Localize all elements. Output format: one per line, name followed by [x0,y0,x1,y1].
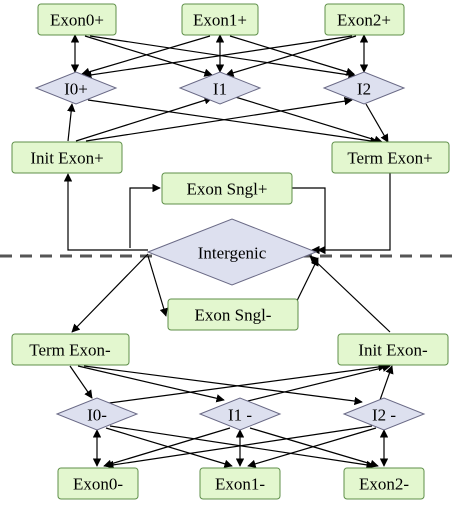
node-term-exon-minus: Term Exon- [11,333,130,366]
edge-exon2p-i1p [225,35,357,77]
node-term-exon-plus: Term Exon+ [331,141,450,174]
node-i0-plus-label: I0+ [64,80,88,99]
edge-termm-i0m [69,365,93,399]
node-i0-minus: I0- [55,397,139,431]
node-exon0-minus-label: Exon0- [73,475,123,494]
edge-exon1p-i0p [81,35,211,76]
node-exon0-plus: Exon0+ [37,3,117,36]
edge-i2m-exon0m [105,425,373,470]
node-term-exon-minus-label: Term Exon- [29,341,111,360]
edge-termp-intergenic [311,172,391,255]
edge-initp-i1p [75,96,213,142]
node-exon-sngl-plus: Exon Sngl+ [161,172,293,205]
node-i0-minus-label: I0- [87,406,107,425]
edge-i1m-exon0m [103,427,231,468]
node-i1-minus-label: I1 - [228,406,252,425]
node-exon2-plus-label: Exon2+ [337,11,391,30]
edge-initp-i2p [85,97,353,142]
node-i2-minus: I2 - [342,397,426,431]
node-i0-plus: I0+ [34,71,118,105]
node-exon0-plus-label: Exon0+ [50,11,104,30]
node-exon0-minus: Exon0- [57,467,139,500]
edge-initm-intergenic [309,255,391,333]
node-exon-sngl-plus-label: Exon Sngl+ [187,180,268,199]
edge-i1m-initm [243,363,391,403]
node-exon1-plus-label: Exon1+ [193,11,247,30]
edge-exon2p-i0p [83,35,353,80]
edge-intergenic-termm [71,253,149,333]
node-exon2-plus: Exon2+ [324,3,405,36]
edge-intergenic-sngl-minus [147,255,168,317]
edge-exon0p-i2p [89,35,357,80]
node-i1-plus: I1 [178,71,262,105]
node-init-exon-minus-label: Init Exon- [358,341,428,360]
node-i2-minus-label: I2 - [372,406,396,425]
node-exon-sngl-minus: Exon Sngl- [167,298,299,331]
node-exon2-minus-label: Exon2- [359,475,409,494]
edge-i0p-termp [87,99,379,146]
node-exon-sngl-minus-label: Exon Sngl- [195,306,272,325]
node-i1-minus: I1 - [198,397,282,431]
node-i1-plus-label: I1 [213,80,227,99]
node-init-exon-minus: Init Exon- [337,333,449,366]
node-exon1-plus: Exon1+ [181,3,259,36]
node-intergenic: Intergenic [146,218,318,286]
edge-termm-i1m [77,365,225,403]
edge-i2m-exon1m [247,427,377,468]
edge-termm-i2m [83,365,363,406]
edge-i2m-initm [379,365,394,401]
edge-initp-i0p [67,103,76,142]
node-i2-plus-label: I2 [357,80,371,99]
edge-i2p-termp [365,103,389,143]
node-exon2-minus: Exon2- [343,467,425,500]
edge-i1p-termp [231,95,383,144]
node-i2-plus: I2 [322,71,406,105]
edge-i0m-initm [101,362,387,405]
node-exon1-minus-label: Exon1- [215,475,265,494]
edge-sngl-plus-intergenic [292,187,326,255]
edges [63,34,394,470]
node-term-exon-plus-label: Term Exon+ [347,149,432,168]
node-init-exon-plus-label: Init Exon+ [30,149,103,168]
edge-intergenic-sngl-plus [129,183,161,248]
node-exon1-minus: Exon1- [199,467,281,500]
node-intergenic-label: Intergenic [198,244,267,263]
node-init-exon-plus: Init Exon+ [11,141,123,174]
edge-exon0p-i1p [84,35,213,77]
edge-intergenic-initp [63,173,148,251]
